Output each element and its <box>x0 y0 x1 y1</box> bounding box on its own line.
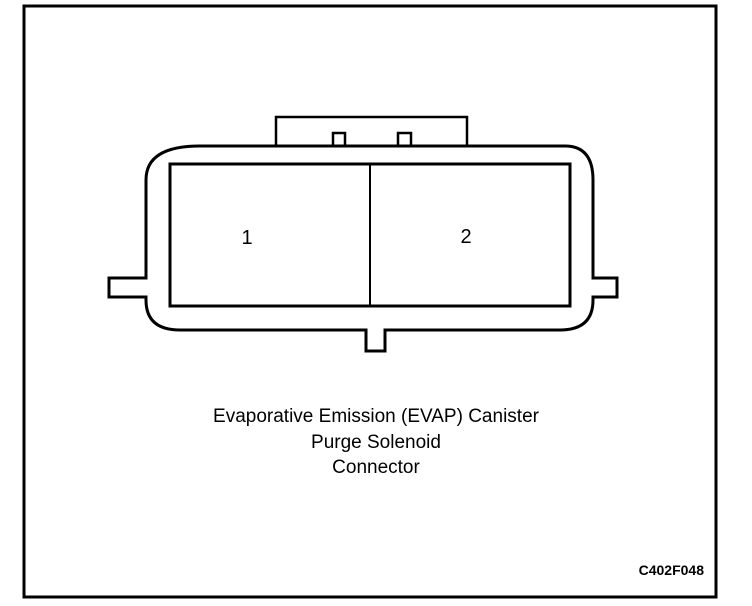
connector-locking-tab <box>274 115 469 146</box>
figure-code: C402F048 <box>638 562 704 578</box>
tab-notch-right <box>396 131 413 146</box>
caption-line-2: Purge Solenoid <box>311 432 441 453</box>
tab-notch-left <box>331 131 347 146</box>
caption-line-1: Evaporative Emission (EVAP) Canister <box>213 406 539 427</box>
connector-housing <box>107 144 619 353</box>
pin-1-label: 1 <box>241 227 253 249</box>
pin-2-label: 2 <box>460 226 472 248</box>
figure-border <box>22 4 718 599</box>
caption-line-3: Connector <box>332 457 420 478</box>
